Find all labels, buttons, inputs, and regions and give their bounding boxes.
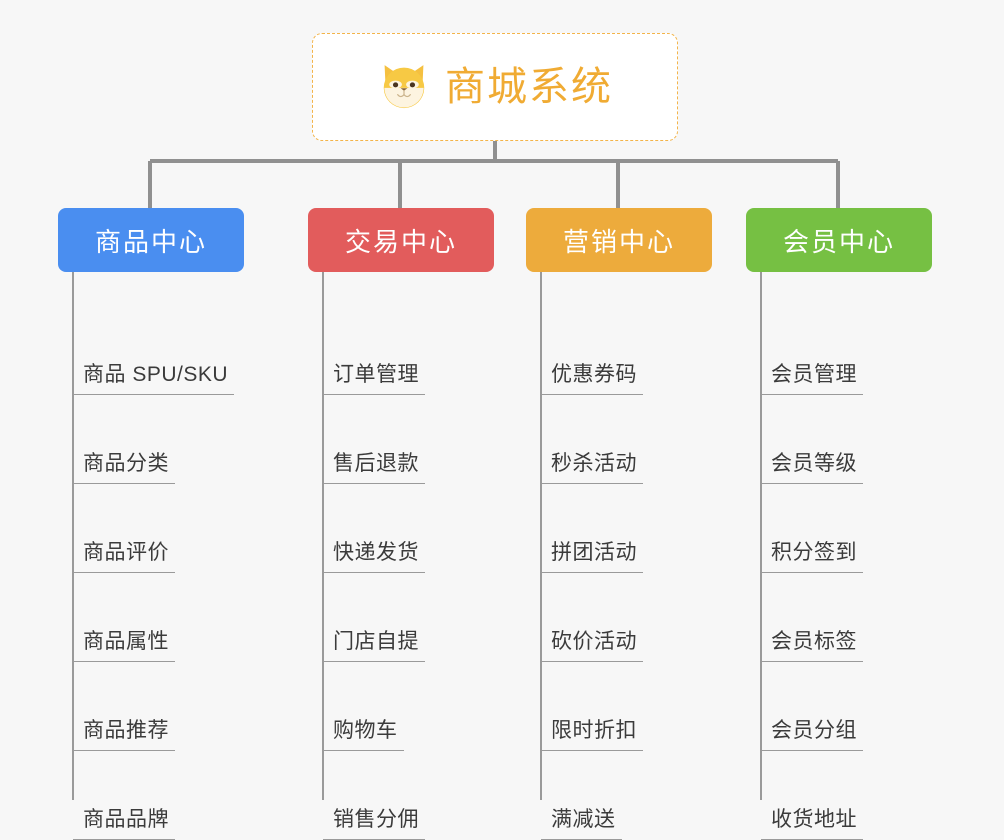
root-node[interactable]: 商城系统 xyxy=(312,33,678,141)
category-header-member-center[interactable]: 会员中心 xyxy=(746,208,932,272)
shiba-dog-face-icon xyxy=(377,60,431,114)
column-marketing-center: 营销中心 优惠券码 秒杀活动 拼团活动 砍价活动 限时折扣 满减送 xyxy=(526,208,712,840)
column-spine xyxy=(760,272,762,800)
column-spine xyxy=(322,272,324,800)
category-label: 营销中心 xyxy=(562,226,675,257)
root-title: 商城系统 xyxy=(445,65,613,109)
category-label: 交易中心 xyxy=(344,226,457,257)
category-label: 商品中心 xyxy=(94,226,207,257)
column-product-center: 商品中心 商品 SPU/SKU 商品分类 商品评价 商品属性 商品推荐 商品品牌 xyxy=(58,208,244,840)
category-header-marketing-center[interactable]: 营销中心 xyxy=(526,208,712,272)
column-member-center: 会员中心 会员管理 会员等级 积分签到 会员标签 会员分组 收货地址 xyxy=(746,208,932,840)
category-header-trade-center[interactable]: 交易中心 xyxy=(308,208,494,272)
category-label: 会员中心 xyxy=(782,226,895,257)
column-spine xyxy=(72,272,74,800)
column-spine xyxy=(540,272,542,800)
column-trade-center: 交易中心 订单管理 售后退款 快递发货 门店自提 购物车 销售分佣 xyxy=(308,208,494,840)
category-header-product-center[interactable]: 商品中心 xyxy=(58,208,244,272)
